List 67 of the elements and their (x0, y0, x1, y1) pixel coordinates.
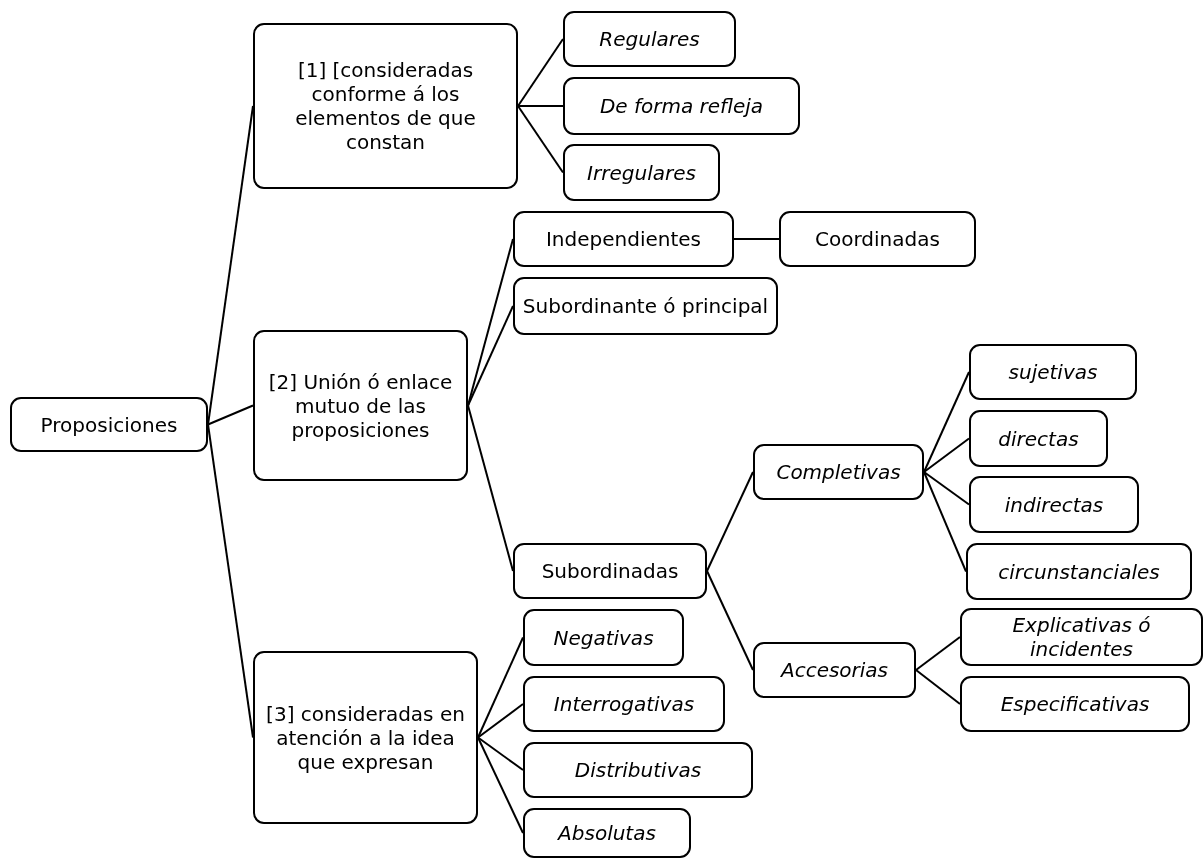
text-box (523, 609, 684, 666)
node-label: Irregulares (587, 160, 696, 185)
connector-line (207, 423, 254, 739)
text-box (969, 344, 1137, 400)
text-box (523, 808, 691, 858)
node-label: Coordinadas (815, 227, 940, 251)
text-box (513, 543, 707, 599)
connector-line (706, 471, 754, 572)
text-box (960, 676, 1190, 732)
text-box (523, 742, 753, 798)
node-label: indirectas (1004, 492, 1104, 517)
node-label: Subordinadas (541, 559, 679, 583)
text-box (966, 543, 1192, 600)
text-box (563, 11, 736, 67)
node-label: [1] [consideradas conforme á los elementos de que constan (294, 58, 477, 154)
node-label: Independientes (545, 227, 702, 251)
node-label: sujetivas (1008, 360, 1098, 384)
connector-line (477, 703, 524, 739)
node-label: De forma refleja (599, 94, 764, 118)
text-box (779, 211, 976, 267)
node-label: Completivas (776, 460, 901, 484)
text-box (563, 77, 800, 135)
text-box (969, 476, 1139, 533)
text-box (253, 330, 468, 481)
node-label: Interrogativas (553, 692, 695, 716)
text-box (753, 642, 916, 698)
text-box (253, 651, 478, 824)
connector-line (915, 669, 961, 705)
connector-line (477, 736, 524, 771)
node-label: [2] Unión ó enlace mutuo de las proposiciones (267, 369, 454, 442)
node-label: directas (998, 426, 1079, 451)
text-box (513, 211, 734, 267)
connector-line (517, 38, 564, 107)
node-label: Absolutas (558, 821, 656, 845)
connector-line (467, 305, 514, 407)
text-box (960, 608, 1203, 666)
connector-line (733, 238, 780, 240)
connector-line (517, 105, 564, 107)
connector-line (207, 404, 254, 426)
node-label: Regulares (599, 27, 700, 51)
text-box (753, 444, 924, 500)
text-box (969, 410, 1108, 467)
connector-line (706, 570, 754, 671)
node-label: [3] consideradas en atención a la idea que expresan (265, 701, 466, 774)
connector-line (915, 636, 961, 671)
node-label: Especificativas (1000, 692, 1150, 716)
text-box (513, 277, 778, 335)
connector-line (477, 636, 524, 739)
connector-line (207, 105, 254, 426)
node-label: Distributivas (574, 758, 702, 782)
node-label: Accesorias (780, 658, 889, 682)
text-box (563, 144, 720, 201)
connector-line (923, 437, 970, 473)
text-box (253, 23, 518, 189)
node-label: Negativas (553, 625, 654, 650)
connector-line (923, 371, 970, 473)
node-label: Subordinante ó principal (522, 294, 769, 318)
node-label: circunstanciales (998, 559, 1160, 584)
node-label: Proposiciones (40, 412, 178, 437)
connector-line (467, 404, 514, 572)
text-box (523, 676, 725, 732)
text-box (10, 397, 208, 452)
connector-line (923, 471, 970, 506)
connector-line (477, 736, 524, 834)
node-label: Explicativas ó incidentes (1011, 613, 1152, 661)
connector-line (923, 471, 967, 573)
connector-line (517, 105, 564, 174)
